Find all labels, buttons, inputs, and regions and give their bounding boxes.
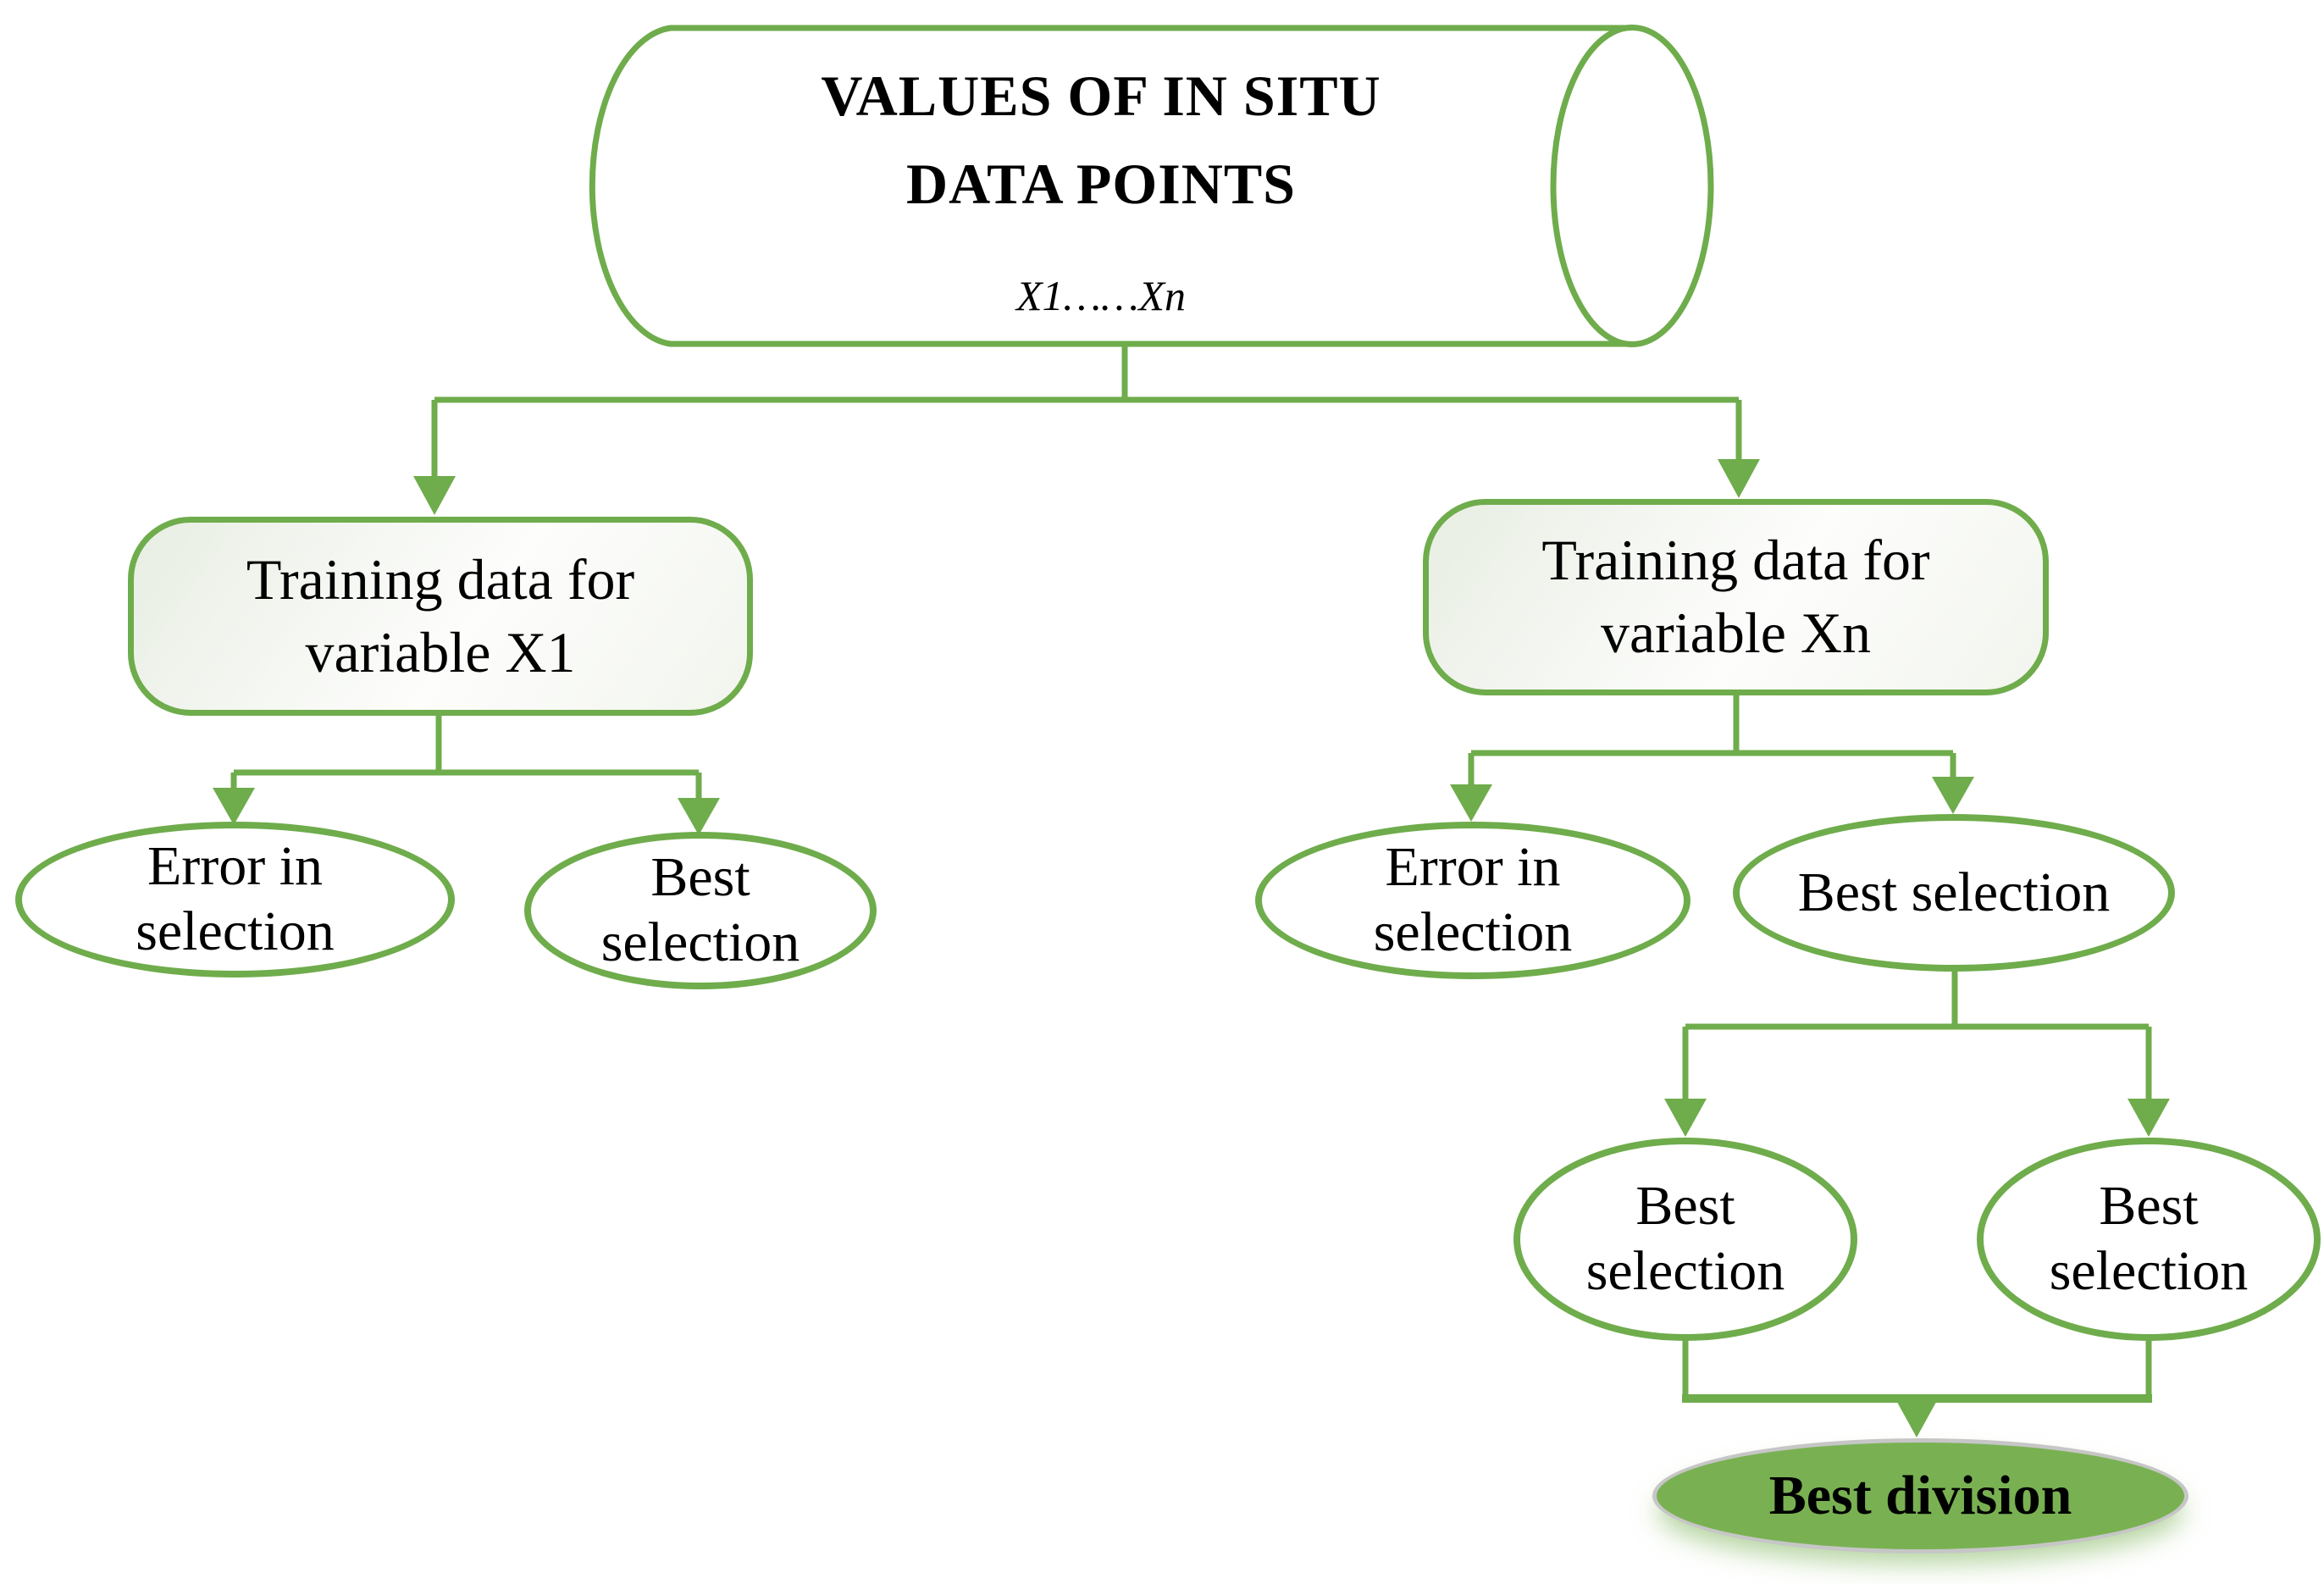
node-best-selection-sub-left: Best selection <box>1513 1138 1857 1341</box>
root-title-line1: VALUES OF IN SITU <box>821 64 1381 128</box>
node-label-line: selection <box>136 900 335 962</box>
cylinder-cap <box>1550 25 1714 347</box>
node-label-line: selection <box>600 911 800 973</box>
node-training-data-x1: Training data for variable X1 <box>128 517 753 716</box>
connector-best-to-subs <box>1682 972 2152 1101</box>
node-label-line: Best selection <box>1797 861 2111 923</box>
node-label-line: Error in <box>147 835 324 898</box>
arrow-down-icon <box>1932 777 1974 814</box>
root-title-line2: DATA POINTS <box>905 152 1296 216</box>
root-subtitle-x1-xn: X1……Xn <box>1016 272 1186 319</box>
node-label-line: Training data for <box>246 546 635 612</box>
node-error-in-selection-x1: Error in selection <box>15 822 455 978</box>
node-label-line: Training data for <box>1541 528 1930 593</box>
node-label-line: Best division <box>1768 1465 2072 1526</box>
arrow-down-icon <box>1664 1099 1707 1137</box>
node-label-line: selection <box>2049 1240 2249 1302</box>
node-label-line: Error in <box>1385 836 1561 899</box>
node-label-line: variable Xn <box>1600 601 1872 665</box>
cylinder-body <box>589 25 1632 347</box>
connector-xn-to-ellipses <box>1468 695 1956 786</box>
node-label-line: variable X1 <box>305 619 576 684</box>
node-best-selection-x1: Best selection <box>524 832 877 989</box>
node-error-in-selection-xn: Error in selection <box>1255 822 1690 979</box>
node-label-line: Best <box>2099 1175 2199 1238</box>
arrow-down-icon <box>678 798 720 835</box>
connector-root-to-boxes <box>431 344 1742 479</box>
root-node-values-of-in-situ: VALUES OF IN SITU DATA POINTS X1……Xn <box>586 28 1616 344</box>
node-label-line: selection <box>1373 901 1573 963</box>
node-label-line: Best <box>1635 1175 1735 1238</box>
connector-subs-join <box>1682 1340 2152 1395</box>
node-label-line: selection <box>1585 1240 1785 1302</box>
connector-x1-to-ellipses <box>230 716 702 801</box>
node-best-selection-sub-right: Best selection <box>1977 1138 2321 1341</box>
arrow-down-icon <box>2128 1099 2170 1137</box>
arrow-down-icon <box>413 476 456 515</box>
node-training-data-xn: Training data for variable Xn <box>1423 499 2049 695</box>
arrow-down-icon <box>1894 1396 1939 1437</box>
arrow-down-icon <box>1450 784 1492 822</box>
node-best-selection-xn: Best selection <box>1733 814 2175 972</box>
arrow-down-icon <box>213 788 255 825</box>
node-label-line: Best <box>650 846 750 909</box>
arrow-down-icon <box>1718 459 1760 498</box>
node-best-division: Best division <box>1652 1438 2188 1554</box>
